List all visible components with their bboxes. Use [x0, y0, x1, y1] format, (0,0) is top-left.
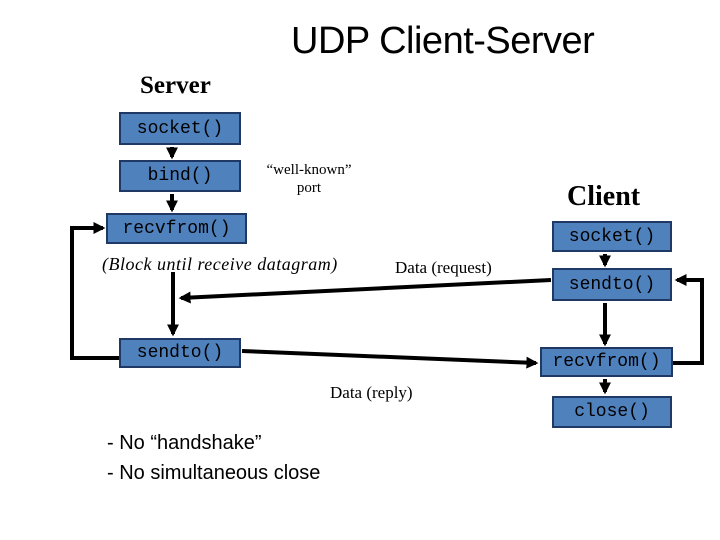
client-box-recvfrom: recvfrom(): [540, 347, 673, 377]
client-column-title: Client: [567, 181, 641, 212]
server-box-bind: bind(): [119, 160, 241, 192]
server-box-recvfrom: recvfrom(): [106, 213, 247, 244]
client-box-recvfrom-label: recvfrom(): [552, 352, 661, 372]
well-known-port-line2: port: [296, 180, 322, 196]
client-box-sendto-label: sendto(): [568, 274, 656, 295]
client-box-socket: socket(): [552, 221, 672, 252]
data-request-label: Data (request): [395, 258, 492, 277]
block-until-receive-note: (Block until receive datagram): [102, 254, 338, 274]
server-column-title: Server: [140, 72, 211, 99]
client-box-close-label: close(): [574, 402, 650, 422]
data-reply-label: Data (reply): [330, 383, 413, 402]
footer-note-no-simultaneous-close: - No simultaneous close: [107, 462, 321, 484]
arrow-data-reply: [241, 349, 539, 369]
server-box-socket-label: socket(): [136, 118, 224, 139]
client-box-close: close(): [552, 396, 672, 428]
client-box-sendto: sendto(): [552, 268, 672, 301]
page-title: UDP Client-Server: [291, 20, 595, 62]
client-box-socket-label: socket(): [568, 226, 656, 247]
arrow-client-loop-recvfrom-to-sendto: [673, 274, 704, 365]
server-box-bind-label: bind(): [147, 166, 213, 186]
well-known-port-note: “well-known” port: [249, 161, 369, 197]
arrow-server-loop-sendto-to-recvfrom: [70, 222, 119, 360]
server-box-recvfrom-label: recvfrom(): [122, 218, 231, 239]
server-box-sendto: sendto(): [119, 338, 241, 368]
arrow-data-request: [178, 278, 552, 304]
footer-notes: - No “handshake” - No simultaneous close: [107, 428, 320, 488]
server-box-socket: socket(): [119, 112, 241, 145]
server-box-sendto-label: sendto(): [136, 343, 224, 363]
well-known-port-line1: “well-known”: [266, 162, 352, 178]
footer-note-no-handshake: - No “handshake”: [107, 432, 262, 454]
